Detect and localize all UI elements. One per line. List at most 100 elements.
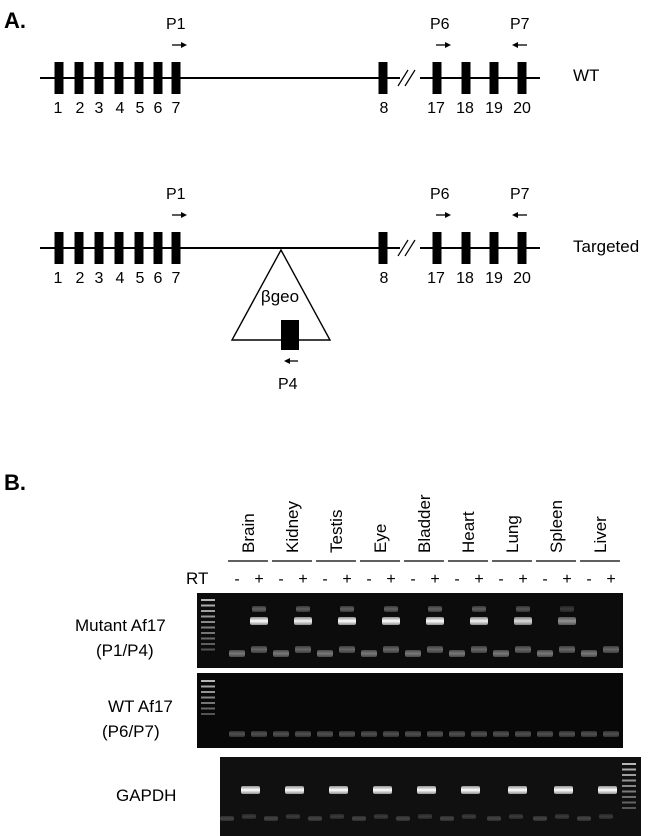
rt-sign-9-plus: + xyxy=(606,571,615,588)
gel-2-primer-dimer-plus xyxy=(295,731,311,737)
gel-1-product-band-eye xyxy=(382,617,400,625)
rt-sign-4-minus: - xyxy=(366,571,371,588)
wt-exon-label-5: 5 xyxy=(136,100,145,117)
gel-1-primer-dimer-minus xyxy=(537,650,553,657)
gel-1-ladder-band xyxy=(201,621,215,623)
tg-exon-label-4: 4 xyxy=(116,270,125,287)
rt-sign-4-plus: + xyxy=(386,571,395,588)
gel-2-primer-dimer-minus xyxy=(229,731,245,737)
gel-3-faint-band-plus xyxy=(330,814,344,819)
wt-exon-19 xyxy=(489,62,499,94)
rt-sign-7-minus: - xyxy=(498,571,503,588)
gel-3-product-band-liver xyxy=(598,786,617,794)
gel-1-upper-band-bladder xyxy=(428,606,442,612)
tissue-label-lung: Lung xyxy=(503,515,522,553)
gel-1-primer-dimer-plus xyxy=(559,646,575,653)
tg-primer-p4-label: P4 xyxy=(278,376,298,393)
wt-primer-p6-label: P6 xyxy=(430,16,450,33)
wt-exon-label-1: 1 xyxy=(54,100,63,117)
gel-2-primer-dimer-minus xyxy=(581,731,597,737)
gel-2-primer-dimer-minus xyxy=(405,731,421,737)
gel-1-primer-dimer-plus xyxy=(603,646,619,653)
gel-3-product-band-heart xyxy=(461,786,480,794)
rt-sign-2-plus: + xyxy=(298,571,307,588)
gel-3-product-band-kidney xyxy=(285,786,304,794)
gel-2-ladder-band xyxy=(201,685,215,688)
gel-3-faint-band-minus xyxy=(440,816,454,821)
gel-1-ladder-band xyxy=(201,615,215,618)
tg-primer-p1-label: P1 xyxy=(166,186,186,203)
wt-exon-label-17: 17 xyxy=(427,100,445,117)
tg-exon-label-1: 1 xyxy=(54,270,63,287)
gel-2-ladder-band xyxy=(201,691,215,693)
gel-3-faint-band-plus xyxy=(418,814,432,819)
gel-2-primer-dimer-plus xyxy=(471,731,487,737)
gel-3-product-band-spleen xyxy=(554,786,573,794)
tissue-label-brain: Brain xyxy=(239,513,258,553)
gel-1-ladder-band xyxy=(201,610,215,612)
wt-exon-18 xyxy=(461,62,471,94)
tg-exon-label-18: 18 xyxy=(456,270,474,287)
tg-exon-label-19: 19 xyxy=(485,270,503,287)
gel-1-upper-band-testis xyxy=(340,606,354,612)
tg-primer-p7-label: P7 xyxy=(510,186,530,203)
gel-2-primer-dimer-minus xyxy=(317,731,333,737)
gel-3-background xyxy=(220,757,641,836)
gel-3-product-band-testis xyxy=(329,786,348,794)
gel-1-primer-dimer-plus xyxy=(251,646,267,653)
gel-gapdh xyxy=(220,757,641,836)
gel-2-ladder-band xyxy=(201,702,215,704)
wt-exon-label-8: 8 xyxy=(380,100,389,117)
wt-exon-label-6: 6 xyxy=(154,100,163,117)
tissue-label-spleen: Spleen xyxy=(547,500,566,553)
gel-1-primer-dimer-plus xyxy=(339,646,355,653)
gel-2-label-line2: (P6/P7) xyxy=(102,722,160,741)
tg-exon-6 xyxy=(153,232,163,264)
gel-2-ladder-band xyxy=(201,680,215,682)
wt-primer-p1-label: P1 xyxy=(166,16,186,33)
tg-exon-17 xyxy=(432,232,442,264)
tissue-label-eye: Eye xyxy=(371,524,390,553)
wt-exon-label-7: 7 xyxy=(172,100,181,117)
gel-3-product-band-eye xyxy=(373,786,392,794)
gel-1-primer-dimer-minus xyxy=(493,650,509,657)
tissue-label-heart: Heart xyxy=(459,511,478,553)
wt-primer-p6-arrow-icon xyxy=(445,42,451,48)
gel-3-faint-band-minus xyxy=(577,816,591,821)
wt-exon-label-4: 4 xyxy=(116,100,125,117)
gel-1-primer-dimer-minus xyxy=(581,650,597,657)
wt-primer-p1: P1 xyxy=(166,16,187,48)
gel-3-faint-band-plus xyxy=(599,814,613,819)
gel-3-faint-band-plus xyxy=(509,814,523,819)
rt-sign-9-minus: - xyxy=(586,571,591,588)
gel-2-primer-dimer-minus xyxy=(361,731,377,737)
gel-1-ladder-band xyxy=(201,643,215,645)
gel-2-primer-dimer-minus xyxy=(537,731,553,737)
gel-2-primer-dimer-plus xyxy=(427,731,443,737)
wt-exon-4 xyxy=(114,62,124,94)
tissue-label-kidney: Kidney xyxy=(283,501,302,553)
gel-1-primer-dimer-minus xyxy=(361,650,377,657)
rt-row: RT -+-+-+-+-+-+-+-+-+ xyxy=(186,569,616,588)
tg-exon-label-2: 2 xyxy=(76,270,85,287)
rt-sign-3-minus: - xyxy=(322,571,327,588)
gel-3-ladder-band xyxy=(622,801,636,804)
tg-primer-p7: P7 xyxy=(510,186,530,218)
wt-exon-7 xyxy=(171,62,181,94)
panel-a-label: A. xyxy=(4,8,26,33)
betageo-label: βgeo xyxy=(261,287,299,306)
gel-2-primer-dimer-plus xyxy=(251,731,267,737)
wt-axis-break-icon xyxy=(397,69,416,87)
tg-exon-label-3: 3 xyxy=(95,270,104,287)
gel-3-faint-band-minus xyxy=(487,816,501,821)
gel-2-primer-dimer-plus xyxy=(515,731,531,737)
gel-3-ladder-band xyxy=(622,796,636,798)
rt-sign-3-plus: + xyxy=(342,571,351,588)
gel-3-faint-band-minus xyxy=(308,816,322,821)
gel-1-upper-band-heart xyxy=(472,606,486,612)
wt-exon-20 xyxy=(517,62,527,94)
gel-1-primer-dimer-plus xyxy=(383,646,399,653)
tg-exon-label-20: 20 xyxy=(513,270,531,287)
